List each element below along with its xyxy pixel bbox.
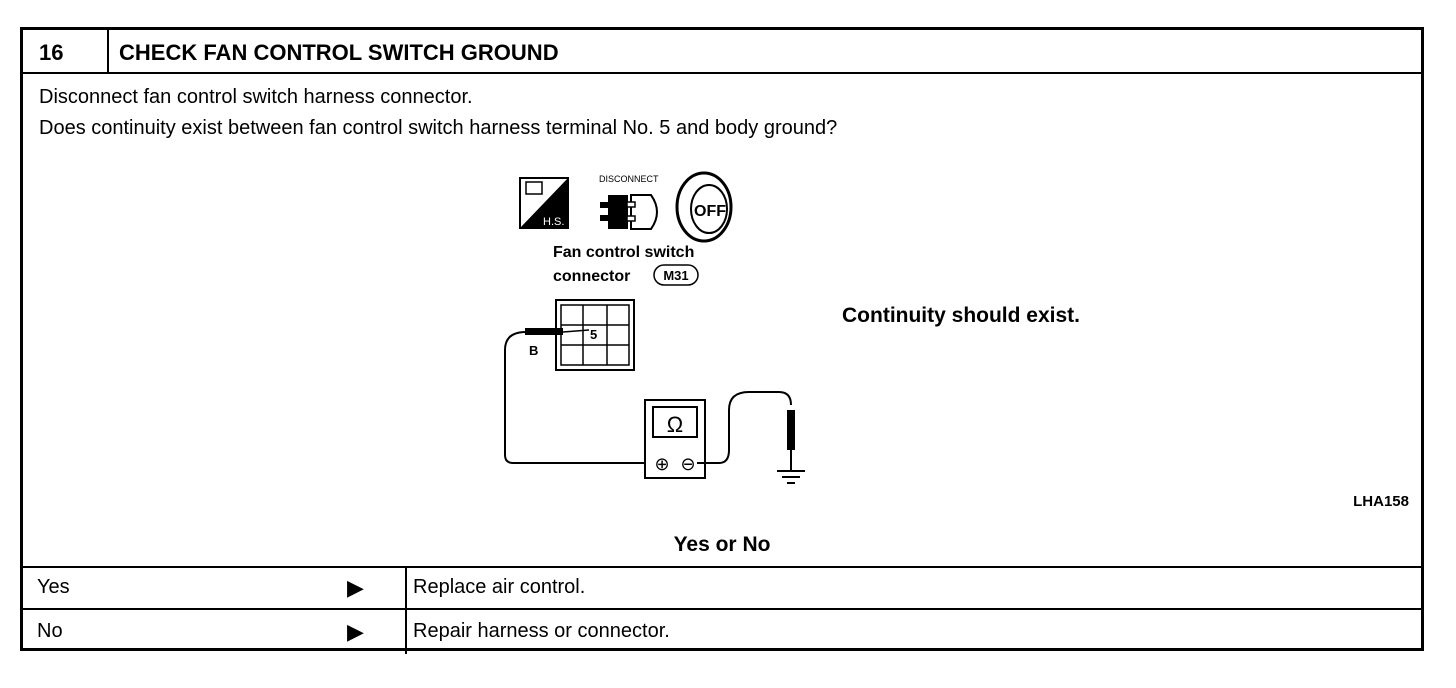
- terminal-number: 5: [590, 327, 597, 342]
- instruction-line-1: Disconnect fan control switch harness co…: [39, 86, 473, 108]
- off-label: OFF: [694, 203, 726, 220]
- action-yes: Replace air control.: [413, 576, 586, 598]
- connector-id: M31: [663, 268, 688, 283]
- ignition-off-icon: OFF: [675, 171, 733, 243]
- header-rule: [23, 72, 1421, 74]
- probe-wire-negative: [697, 391, 792, 464]
- instruction-line-2: Does continuity exist between fan contro…: [39, 117, 838, 139]
- continuity-test-diagram: H.S. DISCONNECT OFF Fan control switch c…: [504, 171, 805, 484]
- ground-symbol: [777, 470, 805, 484]
- step-title: CHECK FAN CONTROL SWITCH GROUND: [119, 40, 559, 65]
- positive-terminal: ⊕: [654, 454, 669, 474]
- hs-label: H.S.: [543, 216, 564, 228]
- procedure-table: 16 CHECK FAN CONTROL SWITCH GROUND Disco…: [20, 27, 1424, 654]
- ohmmeter: Ω ⊕ ⊖: [644, 399, 706, 479]
- negative-terminal: ⊖: [680, 454, 695, 474]
- step-number: 16: [39, 40, 64, 65]
- disconnect-label: DISCONNECT: [599, 174, 659, 184]
- action-no: Repair harness or connector.: [413, 620, 670, 642]
- arrow-yes-icon: ▶: [347, 575, 364, 600]
- continuity-note: Continuity should exist.: [842, 304, 1081, 327]
- ohm-symbol: Ω: [667, 412, 683, 437]
- hs-icon: H.S.: [519, 177, 569, 229]
- decision-question: Yes or No: [673, 533, 771, 556]
- figure-id: LHA158: [1353, 493, 1409, 510]
- connector-terminal-grid: 5: [555, 299, 635, 371]
- answer-no: No: [37, 620, 63, 642]
- ground-probe: [787, 410, 795, 450]
- wire-color-label: B: [529, 343, 538, 358]
- answer-yes: Yes: [37, 576, 70, 598]
- connector-label-line1: Fan control switch: [553, 244, 694, 261]
- connector-id-badge: [653, 264, 699, 286]
- connector-probe: [525, 328, 563, 335]
- outcome-rule-middle: [23, 608, 1421, 610]
- disconnect-icon: DISCONNECT: [599, 174, 659, 230]
- connector-label-line2: connector: [553, 268, 630, 285]
- arrow-no-icon: ▶: [347, 619, 364, 644]
- outcome-rule-top: [23, 566, 1421, 568]
- outcome-divider: [405, 566, 407, 654]
- header-divider: [107, 30, 109, 73]
- probe-wire-positive: [504, 331, 651, 464]
